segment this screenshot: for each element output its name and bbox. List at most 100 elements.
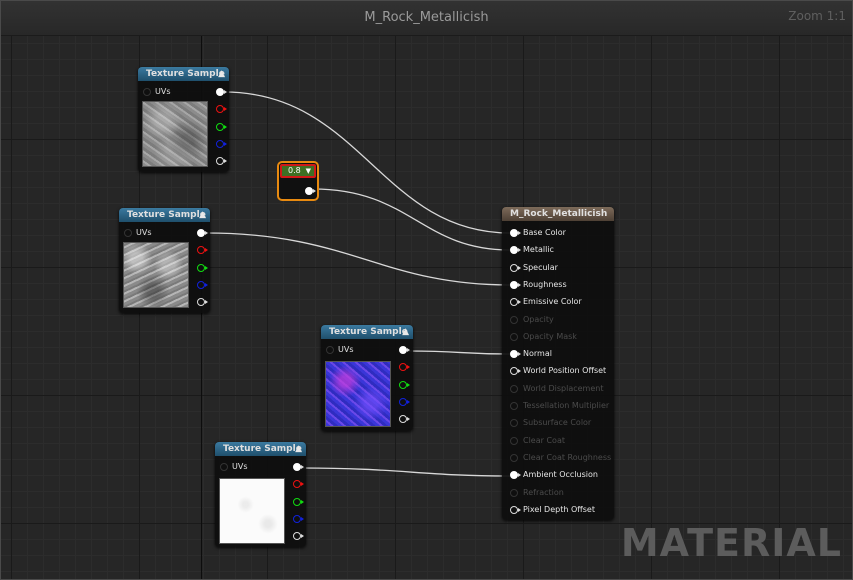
collapse-arrow-icon[interactable]: ▲ — [218, 69, 225, 79]
uvs-input-row: UVs — [220, 460, 300, 474]
wire-ambient-occlusion — [300, 467, 511, 477]
result-node-header[interactable]: M_Rock_Metallicish — [502, 207, 614, 221]
g-output-pin-icon[interactable] — [216, 123, 227, 131]
input-pin-icon — [510, 402, 518, 410]
input-pin-icon[interactable] — [510, 505, 521, 514]
wire-normal — [407, 350, 511, 355]
b-output-pin-icon[interactable] — [293, 515, 304, 523]
node-header[interactable]: Texture Sample ▲ — [138, 67, 229, 81]
triangle-down-icon[interactable]: ▼ — [305, 167, 311, 175]
input-label: World Displacement — [523, 383, 604, 393]
input-pin-icon — [510, 384, 518, 393]
a-output-pin-icon[interactable] — [216, 157, 227, 165]
wire-roughness — [205, 232, 511, 286]
wire-base-color — [223, 91, 511, 234]
rgb-output-pin-icon[interactable] — [293, 463, 304, 471]
constant-value: 0.8 — [288, 166, 301, 175]
uvs-label: UVs — [136, 228, 152, 237]
uvs-label: UVs — [155, 87, 171, 96]
r-output-pin-icon[interactable] — [197, 246, 208, 254]
r-output-pin-icon[interactable] — [293, 480, 304, 488]
graph-title-bar: M_Rock_Metallicish Zoom 1:1 — [1, 1, 852, 36]
uvs-input-pin-icon[interactable] — [326, 346, 334, 354]
constant-value-field[interactable]: 0.8 ▼ — [280, 164, 316, 178]
uvs-input-pin-icon[interactable] — [220, 463, 228, 471]
node-header[interactable]: Texture Sample ▲ — [321, 325, 413, 339]
texture-preview-rock — [142, 101, 208, 167]
a-output-pin-icon[interactable] — [293, 532, 304, 540]
g-output-pin-icon[interactable] — [197, 264, 208, 272]
input-label: Emissive Color — [523, 297, 582, 307]
input-pin-icon[interactable] — [510, 229, 521, 237]
a-output-pin-icon[interactable] — [197, 298, 208, 306]
input-label: Subsurface Color — [523, 418, 592, 428]
uvs-input-pin-icon[interactable] — [124, 229, 132, 237]
g-output-pin-icon[interactable] — [293, 498, 304, 506]
input-label: Refraction — [523, 487, 564, 497]
input-label: Opacity — [523, 314, 554, 324]
input-pin-icon — [510, 453, 518, 462]
uvs-input-pin-icon[interactable] — [143, 88, 151, 96]
input-pin-icon[interactable] — [510, 280, 521, 289]
zoom-level: Zoom 1:1 — [788, 9, 846, 23]
input-label: Metallic — [523, 245, 554, 255]
uvs-input-row: UVs — [124, 226, 204, 240]
rgb-output-pin-icon[interactable] — [399, 346, 410, 354]
texture-preview-ambient-occlusion — [219, 478, 285, 544]
node-title: Texture Sample — [329, 327, 408, 337]
input-pin-icon[interactable] — [510, 471, 521, 480]
input-pin-icon[interactable] — [510, 246, 521, 255]
b-output-pin-icon[interactable] — [197, 281, 208, 289]
input-label: Tessellation Multiplier — [523, 401, 610, 410]
r-output-pin-icon[interactable] — [399, 363, 410, 371]
texture-sample-node-1[interactable]: Texture Sample ▲ UVs — [138, 67, 229, 172]
input-label: Base Color — [523, 228, 566, 237]
collapse-arrow-icon[interactable]: ▲ — [199, 210, 206, 220]
collapse-arrow-icon[interactable]: ▲ — [295, 444, 302, 454]
input-label: Specular — [523, 262, 558, 272]
node-title: Texture Sample — [127, 210, 206, 220]
node-title: Texture Sample — [146, 69, 225, 79]
constant-node[interactable]: 0.8 ▼ — [277, 161, 319, 201]
a-output-pin-icon[interactable] — [399, 415, 410, 423]
constant-output-pin-icon[interactable] — [305, 187, 316, 195]
input-label: Pixel Depth Offset — [523, 504, 595, 514]
input-pin-icon[interactable] — [510, 367, 521, 376]
input-label: Normal — [523, 349, 552, 359]
texture-sample-node-4[interactable]: Texture Sample ▲ UVs — [215, 442, 306, 547]
b-output-pin-icon[interactable] — [399, 398, 410, 406]
graph-title: M_Rock_Metallicish — [364, 10, 489, 25]
input-label: Clear Coat Roughness — [523, 452, 612, 462]
input-pin-icon — [510, 436, 518, 445]
node-header[interactable]: Texture Sample ▲ — [119, 208, 210, 222]
node-header[interactable]: Texture Sample ▲ — [215, 442, 306, 456]
texture-sample-node-3[interactable]: Texture Sample ▲ UVs — [321, 325, 413, 431]
uvs-label: UVs — [232, 462, 248, 471]
input-label: Opacity Mask — [523, 331, 577, 341]
input-pin-icon — [510, 315, 518, 324]
collapse-arrow-icon[interactable]: ▲ — [402, 327, 409, 337]
input-pin-icon[interactable] — [510, 298, 521, 307]
rgb-output-pin-icon[interactable] — [216, 88, 227, 96]
node-title: Texture Sample — [223, 444, 302, 454]
uvs-label: UVs — [338, 345, 354, 354]
rgb-output-pin-icon[interactable] — [197, 229, 208, 237]
input-label: Ambient Occlusion — [523, 470, 598, 480]
uvs-input-row: UVs — [326, 343, 406, 357]
b-output-pin-icon[interactable] — [216, 140, 227, 148]
input-pin-icon[interactable] — [510, 263, 521, 272]
input-label: Clear Coat — [523, 435, 565, 445]
input-label: Roughness — [523, 279, 567, 289]
g-output-pin-icon[interactable] — [399, 381, 410, 389]
input-pin-icon — [510, 488, 518, 497]
r-output-pin-icon[interactable] — [216, 105, 227, 113]
texture-preview-roughness — [123, 242, 189, 308]
input-pin-icon[interactable] — [510, 350, 521, 359]
input-pin-icon — [510, 332, 518, 341]
material-watermark: MATERIAL — [620, 521, 842, 565]
texture-sample-node-2[interactable]: Texture Sample ▲ UVs — [119, 208, 210, 313]
result-node-title: M_Rock_Metallicish — [510, 209, 608, 219]
wire-metallic — [312, 188, 511, 251]
